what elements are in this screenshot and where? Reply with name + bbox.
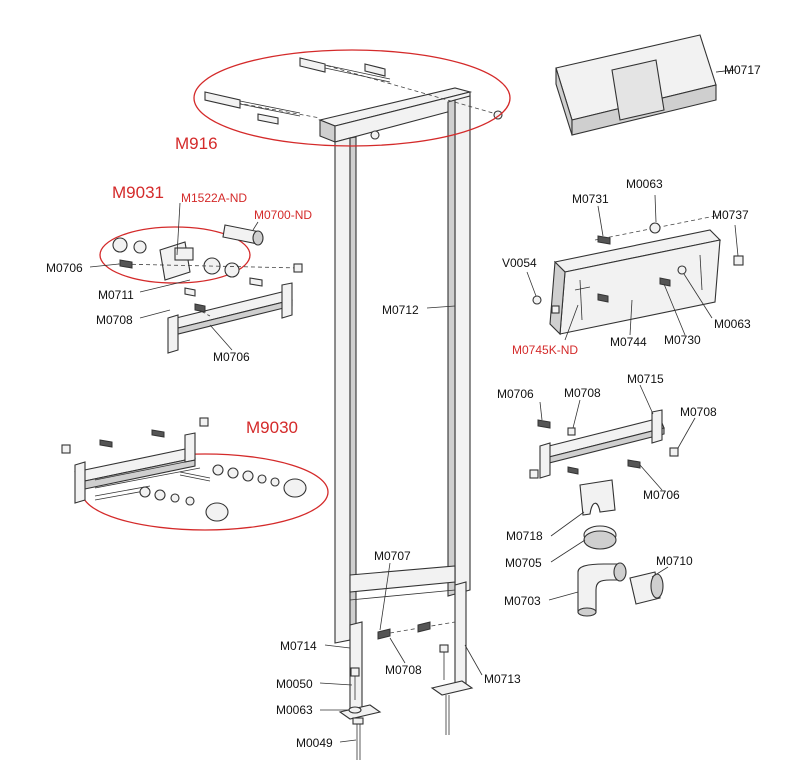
plumbing-parts (577, 479, 664, 617)
part-label-m0737: M0737 (712, 208, 749, 222)
part-label-m0063-right: M0063 (714, 317, 751, 331)
part-label-m0745k-nd: M0745K-ND (512, 343, 579, 357)
part-label-m0700-nd: M0700-ND (254, 208, 313, 222)
part-label-m0711: M0711 (98, 288, 134, 302)
m9030-group (61, 417, 329, 531)
part-label-m0707: M0707 (374, 549, 411, 563)
m0744-bracket-assembly (532, 214, 744, 336)
m0717-cover-plate (555, 34, 736, 136)
part-label-m0706-a: M0706 (46, 261, 83, 275)
group-label-m916: M916 (175, 134, 218, 153)
group-label-m9031: M9031 (112, 183, 164, 202)
m916-callout-ring (193, 49, 511, 147)
group-label-m9030: M9030 (246, 418, 298, 437)
part-label-m0714: M0714 (280, 639, 317, 653)
leader-lines (89, 69, 739, 743)
part-label-m0703: M0703 (504, 594, 541, 608)
part-label-m0706-d: M0706 (643, 488, 680, 502)
part-label-m0713: M0713 (484, 672, 521, 686)
part-label-m0708-d: M0708 (385, 663, 422, 677)
m9031-group (99, 224, 303, 287)
part-label-m0708-c: M0708 (680, 405, 717, 419)
m9031-callout-ring (99, 226, 251, 284)
part-label-m0712: M0712 (382, 303, 419, 317)
part-label-m0730: M0730 (664, 333, 701, 347)
main-frame (318, 87, 474, 720)
part-label-m0049: M0049 (296, 736, 333, 750)
part-label-m0715: M0715 (627, 372, 664, 386)
m0706-bracket-left (167, 282, 293, 354)
m916-bolts (204, 57, 503, 140)
part-label-v0054: V0054 (502, 256, 537, 270)
part-label-m0706-c: M0706 (497, 387, 534, 401)
part-label-m0050: M0050 (276, 677, 313, 691)
part-label-m0744: M0744 (610, 335, 647, 349)
part-label-m0731: M0731 (572, 192, 609, 206)
part-label-m0706-b: M0706 (213, 350, 250, 364)
part-label-m0063-bottom: M0063 (276, 703, 313, 717)
part-label-m0710: M0710 (656, 554, 693, 568)
part-label-m0718: M0718 (506, 529, 543, 543)
m0715-bracket-right (529, 409, 679, 479)
part-label-m0717: M0717 (724, 63, 761, 77)
part-label-m0708-a: M0708 (96, 313, 133, 327)
part-label-m0705: M0705 (505, 556, 542, 570)
part-label-m1522a-nd: M1522A-ND (181, 191, 248, 205)
part-label-m0708-b: M0708 (564, 386, 601, 400)
part-label-m0063-top: M0063 (626, 177, 663, 191)
